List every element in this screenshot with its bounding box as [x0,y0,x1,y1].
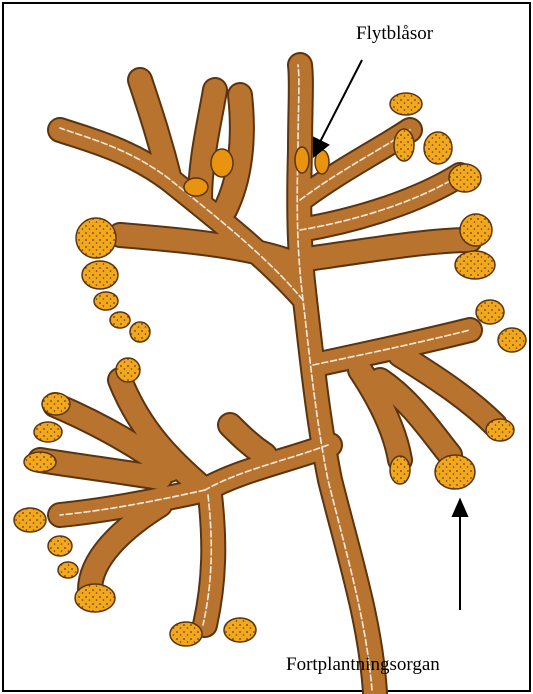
receptacle [24,452,56,472]
receptacle [486,419,514,441]
float-bladder [295,147,309,173]
receptacle [390,456,410,484]
receptacle [449,164,481,192]
receptacle [476,300,504,324]
float-bladders-label: Flytblåsor [356,24,433,43]
receptacle [498,328,526,352]
receptacle [224,618,256,642]
receptacle [58,562,78,578]
receptacle [14,508,46,532]
receptacle [34,422,62,442]
receptacle [455,251,495,279]
receptacle [390,93,422,115]
receptacle [170,622,202,646]
receptacle [424,132,452,164]
receptacle [76,218,116,258]
reproductive-organs-label: Fortplantningsorgan [286,655,440,674]
receptacle [116,358,140,382]
receptacle [110,312,130,328]
receptacle [75,584,115,612]
float-bladder [184,178,208,196]
receptacle [48,536,72,556]
receptacle [460,214,492,246]
float-bladder [211,149,233,177]
reproductive-organ-arrow [453,500,467,610]
receptacle [435,455,475,489]
float-bladder-arrow [314,60,362,156]
receptacle [42,393,70,415]
receptacle [94,292,118,310]
receptacle [394,129,414,161]
receptacle [130,322,150,342]
receptacle [82,261,118,289]
